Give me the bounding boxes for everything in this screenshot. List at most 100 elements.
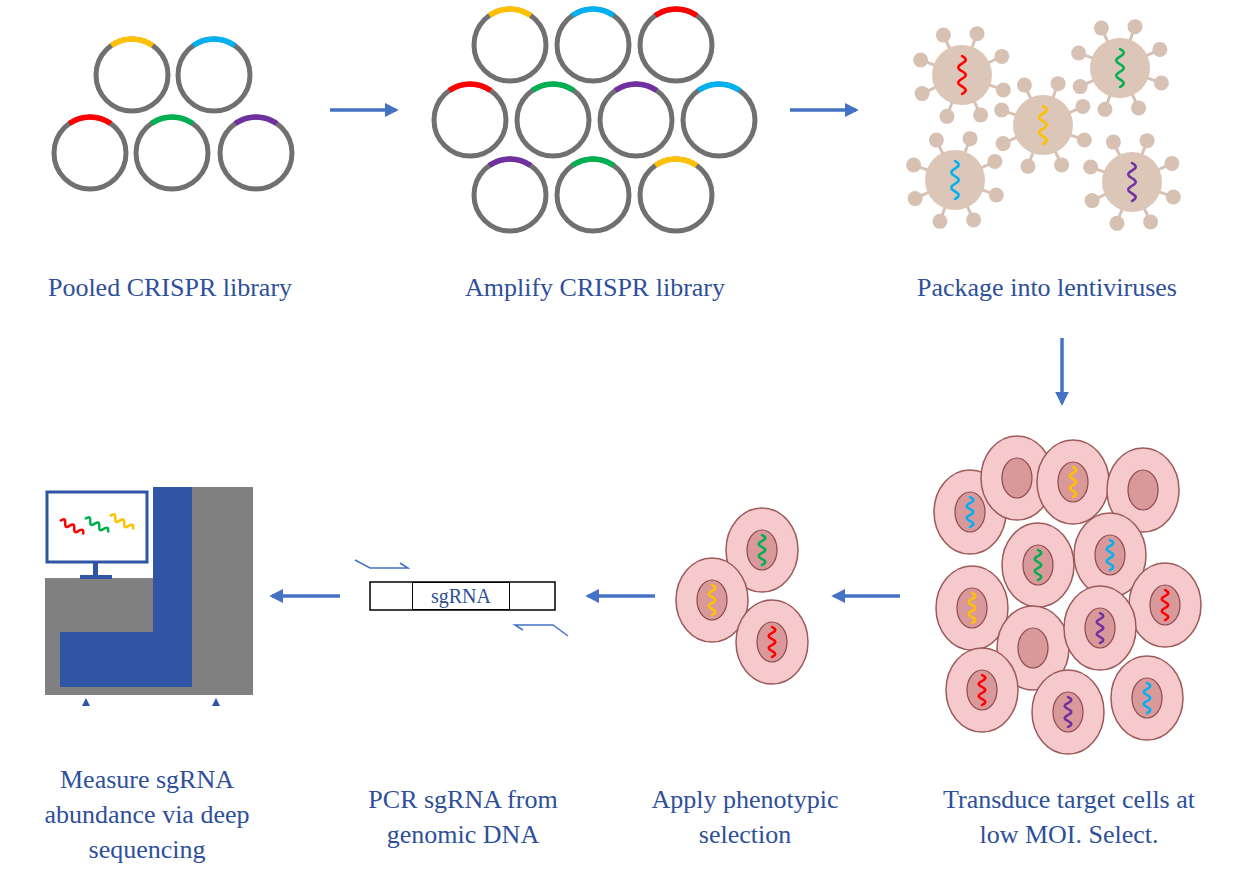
cell-membrane — [1037, 440, 1109, 524]
virus-spike-tip — [915, 86, 930, 101]
sequencer-foot — [212, 698, 220, 706]
sgrna-squiggle — [967, 497, 974, 527]
cell — [1032, 670, 1104, 754]
cell-nucleus — [757, 622, 787, 662]
sequencer — [45, 487, 253, 706]
sgrna-squiggle — [1097, 613, 1104, 643]
cell — [1111, 656, 1183, 740]
plasmid — [474, 159, 546, 231]
sgrna-squiggle — [958, 56, 965, 94]
virus-spike-tip — [1054, 157, 1069, 172]
virus-spike-tip — [966, 212, 981, 227]
sgrna-squiggle — [1116, 49, 1123, 87]
sgrna-insert — [193, 39, 234, 46]
sgrna-squiggle — [1128, 163, 1135, 201]
plasmid-ring — [96, 39, 168, 111]
sgrna-squiggle — [59, 518, 84, 536]
cell — [1037, 440, 1109, 524]
sgrna-squiggle — [1162, 590, 1169, 620]
cell-nucleus — [1128, 470, 1158, 510]
virus-spike-tip — [1077, 133, 1092, 148]
plasmid — [683, 84, 755, 156]
virus-spike-tip — [1083, 159, 1098, 174]
virus-spike-tip — [908, 191, 923, 206]
virus-spike-tip — [1154, 76, 1169, 91]
step-caption: Package into lentiviruses — [877, 270, 1217, 305]
plasmid — [434, 84, 506, 156]
virus-capsid — [1090, 38, 1150, 98]
cell-nucleus — [1018, 628, 1048, 668]
virus-spike-tip — [1094, 21, 1109, 36]
plasmid — [640, 9, 712, 81]
virus-spike-tip — [994, 49, 1009, 64]
virus-spike-tip — [996, 83, 1011, 98]
virus-spike-tip — [913, 52, 928, 67]
plasmid-ring — [54, 117, 126, 189]
virus-spike-tip — [1073, 79, 1088, 94]
sgrna-insert — [572, 159, 613, 166]
lentivirus — [1083, 133, 1181, 231]
sgrna-squiggle — [1039, 106, 1046, 144]
cell-nucleus — [1095, 535, 1125, 575]
plasmid-ring — [517, 84, 589, 156]
lentivirus — [906, 131, 1004, 229]
sequencer-foot — [82, 698, 90, 706]
sgrna-squiggle — [1035, 550, 1042, 580]
plasmid-ring — [640, 9, 712, 81]
plasmid-ring — [683, 84, 755, 156]
virus-spike-tip — [1097, 102, 1112, 117]
virus-capsid — [1013, 95, 1073, 155]
virus-spike-tip — [929, 133, 944, 148]
step-caption: Amplify CRISPR library — [435, 270, 755, 305]
virus-capsid — [925, 150, 985, 210]
reverse-primer — [515, 625, 568, 636]
plasmid — [517, 84, 589, 156]
cell — [1064, 586, 1136, 670]
virus-spike-tip — [994, 102, 1009, 117]
plasmid-ring — [474, 9, 546, 81]
virus-spike-tip — [1075, 99, 1090, 114]
cell-nucleus — [1023, 545, 1053, 585]
sgrna-insert — [532, 84, 573, 91]
cell — [1129, 563, 1201, 647]
forward-primer — [355, 560, 408, 568]
virus-spike-tip — [1109, 216, 1124, 231]
plasmid-ring — [220, 117, 292, 189]
cell — [1002, 523, 1074, 607]
sgrna-squiggle — [1107, 540, 1114, 570]
sgrna-insert — [655, 9, 696, 16]
virus-spike-tip — [1020, 159, 1035, 174]
virus-spike-tip — [1143, 214, 1158, 229]
cell-membrane — [936, 566, 1008, 650]
flow-arrow — [1060, 338, 1064, 403]
virus-spike-tip — [987, 154, 1002, 169]
virus-spike-tip — [963, 131, 978, 146]
lentivirus — [913, 26, 1011, 124]
sgrna-insert — [151, 117, 192, 124]
plasmid — [96, 39, 168, 111]
plasmid-ring — [178, 39, 250, 111]
virus-spike-tip — [996, 136, 1011, 151]
sgrna-insert — [449, 84, 490, 91]
sgrna-insert — [572, 9, 613, 16]
virus-spike-tip — [1140, 133, 1155, 148]
plasmid-ring — [640, 159, 712, 231]
monitor-stand — [93, 562, 98, 576]
cell — [936, 566, 1008, 650]
virus-spike-tip — [973, 107, 988, 122]
sgrna-segment: sgRNA — [412, 582, 510, 610]
virus-spike-tip — [1085, 193, 1100, 208]
virus-capsid — [1102, 152, 1162, 212]
sgrna-squiggle — [979, 675, 986, 705]
sgrna-squiggle — [951, 161, 958, 199]
virus-capsid — [932, 45, 992, 105]
sgrna-squiggle — [1065, 697, 1072, 727]
cell-nucleus — [1002, 458, 1032, 498]
cell-nucleus — [1085, 608, 1115, 648]
sgrna-insert — [235, 117, 276, 124]
cell-membrane — [1032, 670, 1104, 754]
virus-spike-tip — [1128, 19, 1143, 34]
plasmid-ring — [557, 9, 629, 81]
plasmid — [557, 159, 629, 231]
